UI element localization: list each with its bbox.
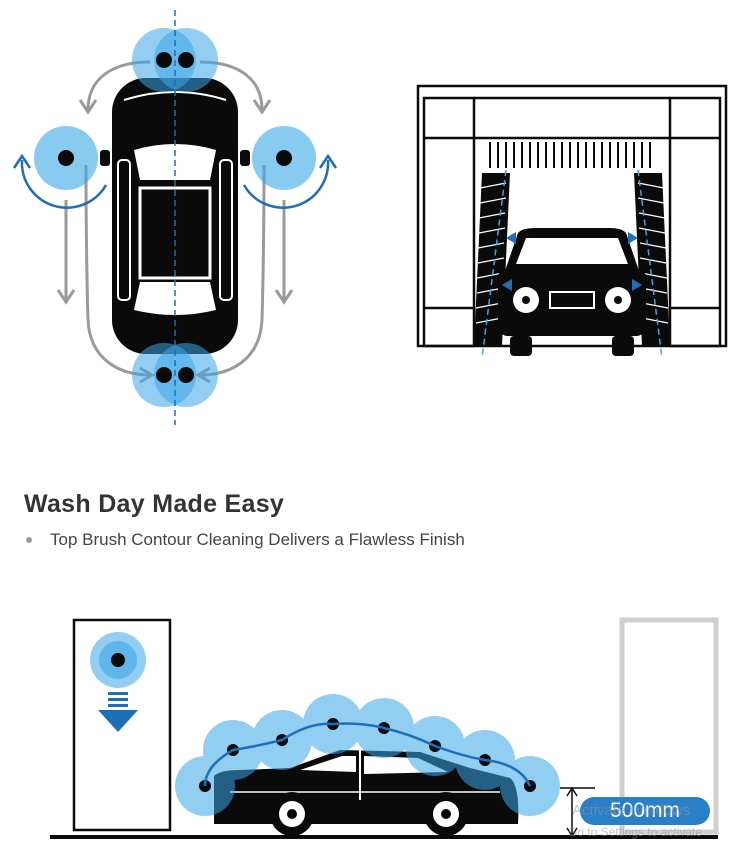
- car-front-view: [498, 228, 646, 356]
- brush-right: [252, 126, 316, 190]
- contour-path-line: [203, 722, 532, 787]
- clearance-label: 500mm: [580, 797, 710, 825]
- wash-machine-start: [72, 618, 172, 832]
- watermark-subtitle: Go to Settings to activate: [568, 825, 703, 839]
- brush-path-top-view-diagram: [12, 10, 338, 425]
- feature-bullet-text: Top Brush Contour Cleaning Delivers a Fl…: [50, 530, 465, 549]
- brush-rear: [132, 343, 218, 407]
- rotation-arrow-icons: [12, 153, 338, 209]
- wash-machine-end: [619, 617, 719, 835]
- section-heading: Wash Day Made Easy: [24, 490, 285, 518]
- bullet-dot: [26, 537, 32, 543]
- brush-front: [132, 28, 218, 92]
- top-brush-contour-diagram: [50, 617, 719, 839]
- feature-bullet: Top Brush Contour Cleaning Delivers a Fl…: [24, 530, 465, 550]
- brush-left: [34, 126, 98, 190]
- contact-arrow-icons: [502, 232, 642, 291]
- watermark-title: Activate Windows: [572, 802, 691, 819]
- wash-tunnel-front-view: [416, 84, 728, 359]
- clearance-dimension: [560, 786, 595, 838]
